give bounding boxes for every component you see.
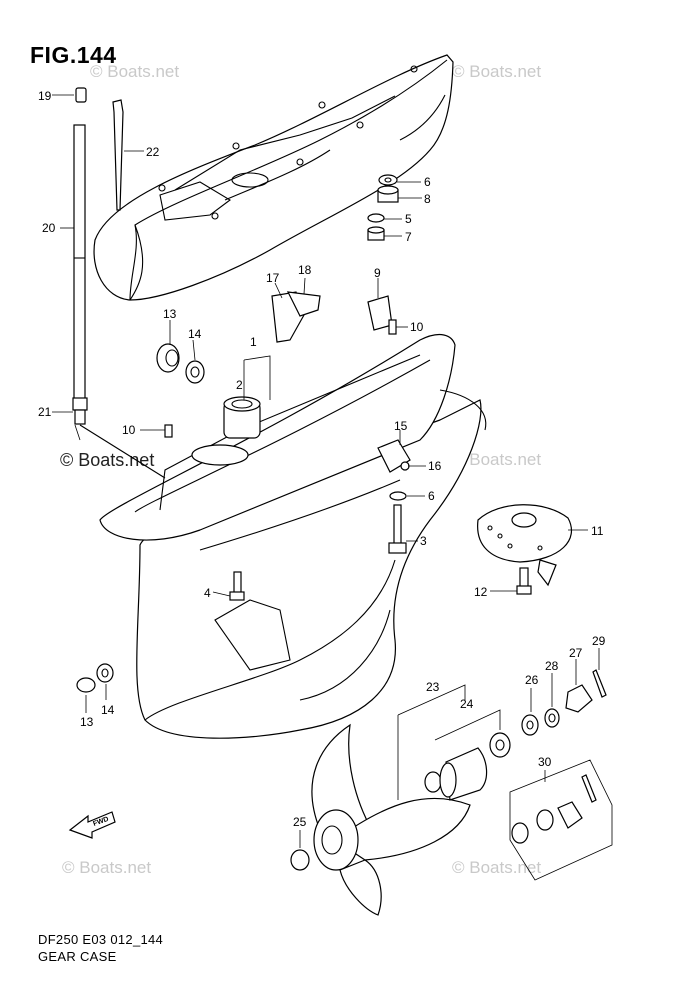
diagram-caption: GEAR CASE — [38, 949, 117, 964]
callout-28: 28 — [545, 659, 559, 673]
watermark: © Boats.net — [90, 62, 180, 81]
watermark: © Boats.net — [452, 450, 542, 469]
callout-2: 2 — [236, 378, 243, 392]
callout-8: 8 — [424, 192, 431, 206]
watermark: © Boats.net — [452, 858, 542, 877]
callout-27: 27 — [569, 646, 583, 660]
bearing-part — [191, 396, 261, 466]
callout-16: 16 — [428, 459, 442, 473]
gear-case-housing — [99, 333, 487, 739]
drain-plug-part — [76, 663, 114, 693]
callout-14-lower: 14 — [101, 703, 115, 717]
callout-23: 23 — [426, 680, 440, 694]
callout-6-lower: 6 — [428, 489, 435, 503]
callout-6: 6 — [424, 175, 431, 189]
callout-13: 13 — [163, 307, 177, 321]
callout-18: 18 — [298, 263, 312, 277]
callout-5: 5 — [405, 212, 412, 226]
grouping-lines — [74, 355, 613, 881]
callout-24: 24 — [460, 697, 474, 711]
propeller-part — [290, 723, 471, 916]
shift-rod-part — [72, 87, 166, 479]
leader-lines — [52, 94, 600, 848]
callout-12: 12 — [474, 585, 488, 599]
seal-parts — [156, 343, 205, 438]
callout-20: 20 — [42, 221, 56, 235]
callout-30: 30 — [538, 755, 552, 769]
callout-17: 17 — [266, 271, 280, 285]
callout-1: 1 — [250, 335, 257, 349]
callout-7: 7 — [405, 230, 412, 244]
cover-plate-parts — [271, 291, 397, 343]
hardware-parts — [367, 174, 399, 241]
model-code-label: DF250 E03 012_144 — [38, 932, 164, 947]
watermark: © Boats.net — [60, 450, 155, 470]
callout-9: 9 — [374, 266, 381, 280]
figure-title: FIG.144 — [30, 42, 117, 68]
callout-10-left: 10 — [122, 423, 136, 437]
callout-labels: 19 20 21 22 6 8 5 7 9 10 17 18 13 14 1 2… — [38, 89, 606, 829]
anode-part — [477, 504, 573, 595]
callout-25: 25 — [293, 815, 307, 829]
propeller-hardware — [424, 669, 607, 844]
callout-11: 11 — [591, 524, 604, 538]
callout-13-lower: 13 — [80, 715, 94, 729]
callout-15: 15 — [394, 419, 408, 433]
callout-29: 29 — [592, 634, 606, 648]
callout-19: 19 — [38, 89, 52, 103]
callout-4: 4 — [204, 586, 211, 600]
trim-tab-mount-part — [229, 439, 411, 601]
upper-cover-part — [93, 54, 454, 301]
callout-3: 3 — [420, 534, 427, 548]
watermark: © Boats.net — [62, 858, 152, 877]
callout-14: 14 — [188, 327, 202, 341]
callout-21: 21 — [38, 405, 52, 419]
callout-10: 10 — [410, 320, 424, 334]
fwd-arrow-icon: FWD — [68, 811, 116, 839]
callout-26: 26 — [525, 673, 539, 687]
callout-22: 22 — [146, 145, 160, 159]
watermark: © Boats.net — [452, 62, 542, 81]
